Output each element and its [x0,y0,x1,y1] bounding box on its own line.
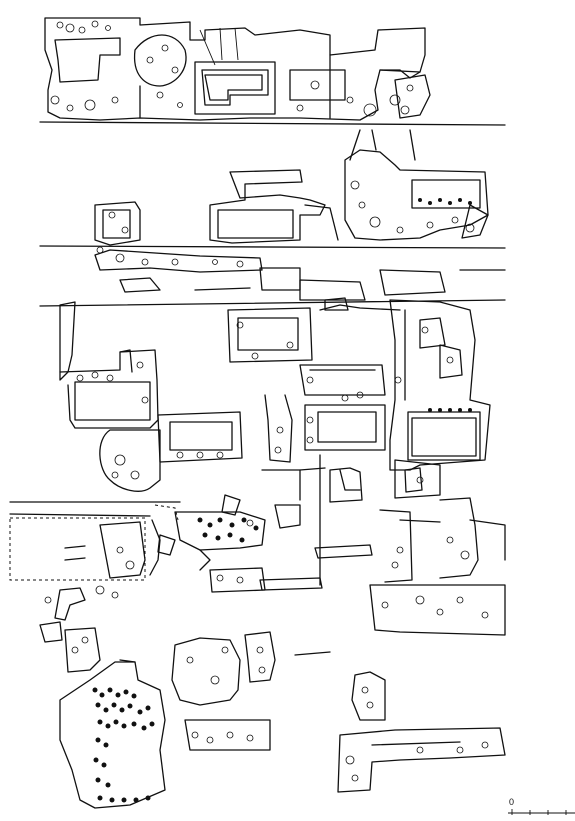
building-block-southwest [9,504,373,593]
building-block-top-north [44,17,431,121]
scale-zero-label: 0 [509,797,514,807]
building-block-central [59,301,401,586]
building-block-east [369,299,506,636]
street-lines [9,121,506,517]
building-block-central-upper [94,129,489,246]
building-block-south [39,587,506,809]
rubble-band-mid [94,249,506,311]
rubble-stones [44,20,489,782]
scale-bar: 0 [508,797,575,815]
dense-rubble [92,198,472,803]
